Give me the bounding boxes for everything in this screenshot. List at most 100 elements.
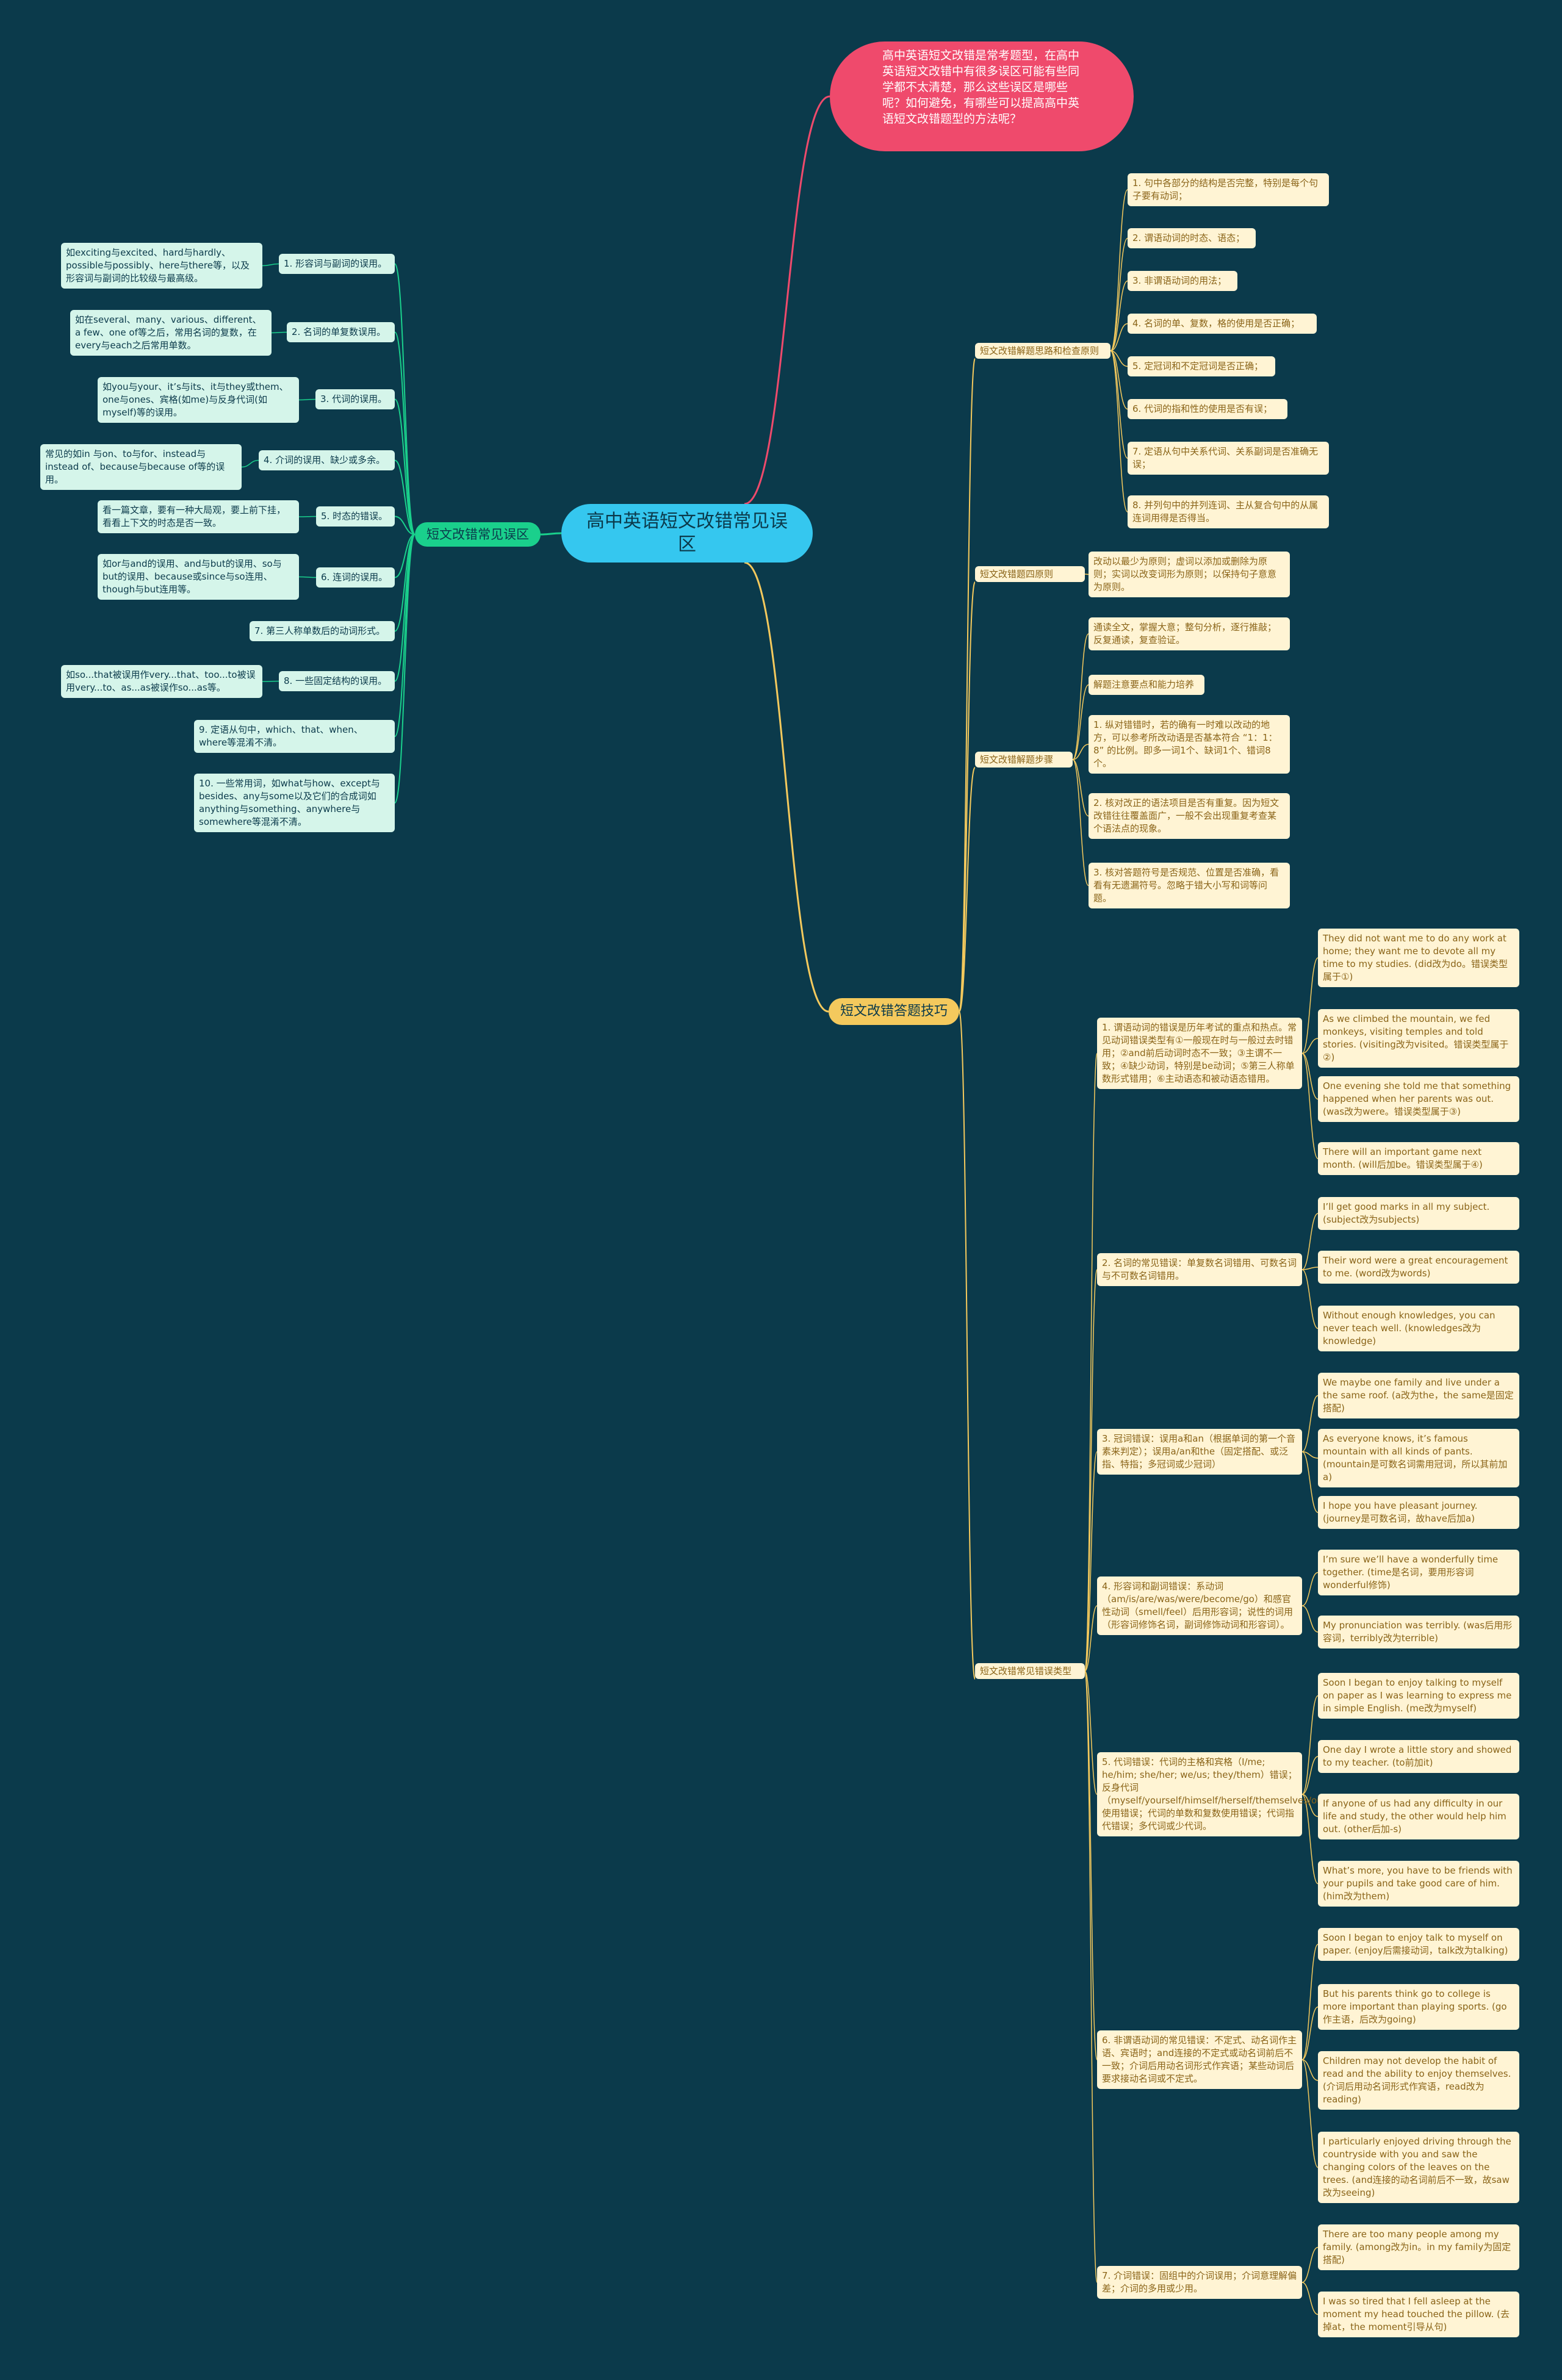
left-branch-node[interactable]: 短文改错常见误区 <box>415 522 541 547</box>
example-text: Without enough knowledges, you can never… <box>1323 1310 1495 1346</box>
connector-line <box>262 263 279 267</box>
connector-line <box>1072 744 1089 760</box>
connector-line <box>394 534 416 737</box>
example-item[interactable]: But his parents think go to college is m… <box>1318 1984 1519 2030</box>
error-type[interactable]: 1. 谓语动词的错误是历年考试的重点和热点。常见动词错误类型有①一般现在时与一般… <box>1097 1018 1302 1089</box>
error-type-text: 4. 形容词和副词错误：系动词（am/is/are/was/were/becom… <box>1102 1581 1293 1630</box>
check-principle-item[interactable]: 3. 非谓语动词的用法； <box>1128 271 1237 291</box>
example-text: As everyone knows, it’s famous mountain … <box>1323 1433 1508 1483</box>
step-item[interactable]: 1. 纵对错错时，若的确有一时难以改动的地方，可以参考所改动语是否基本符合 “1… <box>1089 715 1290 774</box>
skill-group-label: 短文改错解题思路和检查原则 <box>980 345 1100 356</box>
example-item[interactable]: Soon I began to enjoy talking to myself … <box>1318 1673 1519 1719</box>
error-type[interactable]: 2. 名词的常见错误：单复数名词错用、可数名词与不可数名词错用。 <box>1097 1253 1302 1286</box>
mistake-item[interactable]: 4. 介词的误用、缺少或多余。 <box>259 450 395 470</box>
example-item[interactable]: I’ll get good marks in all my subject. (… <box>1318 1197 1519 1230</box>
connector-line <box>1301 1213 1319 1270</box>
error-type-text: 6. 非谓语动词的常见错误：不定式、动名词作主语、宾语时；and连接的不定式或动… <box>1102 2035 1297 2084</box>
mistake-item-label: 4. 介词的误用、缺少或多余。 <box>264 455 386 466</box>
example-text: One evening she told me that something h… <box>1323 1080 1511 1117</box>
mistake-item[interactable]: 9. 定语从句中，which、that、when、where等混淆不清。 <box>194 720 395 753</box>
step-item[interactable]: 3. 核对答题符号是否规范、位置是否准确，看看有无遗漏符号。忽略于错大小写和词等… <box>1089 863 1290 908</box>
intro-note[interactable]: 高中英语短文改错是常考题型，在高中英语短文改错中有很多误区可能有些同学都不太清楚… <box>830 41 1134 151</box>
example-item[interactable]: I’m sure we’ll have a wonderfully time t… <box>1318 1550 1519 1595</box>
example-text: Their word were a great encouragement to… <box>1323 1255 1508 1279</box>
error-type[interactable]: 5. 代词错误：代词的主格和宾格（I/me; he/him; she/her; … <box>1097 1752 1364 1836</box>
example-item[interactable]: I hope you have pleasant journey. (journ… <box>1318 1496 1519 1529</box>
example-item[interactable]: What’s more, you have to be friends with… <box>1318 1861 1519 1907</box>
mistake-item[interactable]: 3. 代词的误用。 <box>315 389 395 409</box>
connector-line <box>1301 1038 1319 1054</box>
check-principle-item[interactable]: 8. 并列句中的并列连词、主从复合句中的从属连词用得是否得当。 <box>1128 495 1329 528</box>
mistake-item[interactable]: 6. 连词的误用。 <box>316 567 395 588</box>
connector-line <box>262 680 279 682</box>
principle-item[interactable]: 改动以最少为原则；虚词以添加或删除为原则；实词以改变词形为原则；以保持句子意意为… <box>1089 552 1290 597</box>
skill-group[interactable]: 短文改错题四原则 <box>975 566 1085 582</box>
error-type[interactable]: 6. 非谓语动词的常见错误：不定式、动名词作主语、宾语时；and连接的不定式或动… <box>1097 2030 1302 2089</box>
check-principle-item[interactable]: 5. 定冠词和不定冠词是否正确； <box>1128 356 1275 376</box>
connector-line <box>394 534 416 804</box>
example-item[interactable]: We maybe one family and live under a the… <box>1318 1373 1519 1418</box>
example-item[interactable]: Soon I began to enjoy talk to myself on … <box>1318 1928 1519 1961</box>
check-principle-item[interactable]: 6. 代词的指和性的使用是否有误； <box>1128 399 1287 419</box>
connector-line <box>1301 1756 1319 1795</box>
example-text: I’ll get good marks in all my subject. (… <box>1323 1201 1490 1225</box>
mistake-item[interactable]: 8. 一些固定结构的误用。 <box>279 671 395 691</box>
skill-group[interactable]: 短文改错解题步骤 <box>975 752 1073 768</box>
example-item[interactable]: If anyone of us had any difficulty in ou… <box>1318 1794 1519 1839</box>
step-item[interactable]: 2. 核对改正的语法项目是否有重复。因为短文改错往往覆盖面广，一般不会出现重复考… <box>1089 793 1290 839</box>
example-item[interactable]: As everyone knows, it’s famous mountain … <box>1318 1429 1519 1487</box>
example-item[interactable]: One evening she told me that something h… <box>1318 1076 1519 1122</box>
step-text: 解题注意要点和能力培养 <box>1093 679 1195 690</box>
step-item[interactable]: 通读全文，掌握大意；整句分析，逐行推敲；反复通读，复查验证。 <box>1089 617 1290 650</box>
skill-group[interactable]: 短文改错解题思路和检查原则 <box>975 343 1110 359</box>
connector-line <box>241 459 259 468</box>
example-item[interactable]: One day I wrote a little story and showe… <box>1318 1740 1519 1773</box>
mistake-detail[interactable]: 看一篇文章，要有一种大局观，要上前下挂，看看上下文的时态是否一致。 <box>98 500 299 533</box>
mistake-detail[interactable]: 如you与your、it’s与its、it与they或them、one与ones… <box>98 377 299 423</box>
check-principle-item[interactable]: 2. 谓语动词的时态、语态； <box>1128 228 1256 248</box>
mistake-detail[interactable]: 如exciting与excited、hard与hardly、possible与p… <box>61 243 262 289</box>
connector-line <box>744 561 829 1013</box>
skill-group[interactable]: 短文改错常见错误类型 <box>975 1663 1085 1679</box>
connector-line <box>540 532 562 536</box>
connector-line <box>744 95 830 505</box>
check-principle-item[interactable]: 7. 定语从句中关系代词、关系副词是否准确无误； <box>1128 442 1329 475</box>
error-type[interactable]: 4. 形容词和副词错误：系动词（am/is/are/was/were/becom… <box>1097 1576 1302 1635</box>
step-text: 2. 核对改正的语法项目是否有重复。因为短文改错往往覆盖面广，一般不会出现重复考… <box>1093 797 1279 834</box>
mistake-detail[interactable]: 如在several、many、various、different、a few、o… <box>70 310 272 356</box>
error-type[interactable]: 3. 冠词错误：误用a和an（根据单词的第一个音素来判定）；误用a/an和the… <box>1097 1429 1302 1475</box>
mistake-detail[interactable]: 如or与and的误用、and与but的误用、so与but的误用、because或… <box>98 554 299 600</box>
example-item[interactable]: There are too many people among my famil… <box>1318 2224 1519 2270</box>
mistake-item[interactable]: 7. 第三人称单数后的动词形式。 <box>250 621 395 641</box>
example-item[interactable]: Children may not develop the habit of re… <box>1318 2051 1519 2110</box>
mistake-item-label: 7. 第三人称单数后的动词形式。 <box>254 625 386 636</box>
example-item[interactable]: I particularly enjoyed driving through t… <box>1318 2132 1519 2203</box>
connector-line <box>959 1011 976 1680</box>
example-item[interactable]: My pronunciation was terribly. (was后用形容词… <box>1318 1616 1519 1648</box>
example-text: As we climbed the mountain, we fed monke… <box>1323 1013 1509 1063</box>
step-item[interactable]: 解题注意要点和能力培养 <box>1089 675 1204 695</box>
mistake-item-label: 5. 时态的错误。 <box>321 511 388 522</box>
right-branch-node[interactable]: 短文改错答题技巧 <box>829 998 959 1025</box>
example-item[interactable]: Without enough knowledges, you can never… <box>1318 1306 1519 1351</box>
mistake-detail[interactable]: 如so...that被误用作very...that、too...to被误用ver… <box>61 665 262 698</box>
example-item[interactable]: As we climbed the mountain, we fed monke… <box>1318 1009 1519 1068</box>
error-type-text: 1. 谓语动词的错误是历年考试的重点和热点。常见动词错误类型有①一般现在时与一般… <box>1102 1022 1297 1084</box>
example-item[interactable]: There will an important game next month.… <box>1318 1142 1519 1175</box>
mistake-item[interactable]: 10. 一些常用词，如what与how、except与besides、any与s… <box>194 774 395 832</box>
example-item[interactable]: They did not want me to do any work at h… <box>1318 929 1519 987</box>
example-item[interactable]: Their word were a great encouragement to… <box>1318 1251 1519 1284</box>
connector-line <box>1110 350 1128 410</box>
mistake-detail[interactable]: 常见的如in 与on、to与for、instead与instead of、bec… <box>40 444 242 490</box>
mistake-item[interactable]: 1. 形容词与副词的误用。 <box>279 254 395 274</box>
example-item[interactable]: I was so tired that I fell asleep at the… <box>1318 2292 1519 2337</box>
check-principle-item[interactable]: 4. 名词的单、复数，格的使用是否正确； <box>1128 314 1317 334</box>
step-text: 3. 核对答题符号是否规范、位置是否准确，看看有无遗漏符号。忽略于错大小写和词等… <box>1093 867 1279 904</box>
error-type[interactable]: 7. 介词错误：固组中的介词误用；介词意理解偏差；介词的多用或少用。 <box>1097 2266 1302 2299</box>
root-topic[interactable]: 高中英语短文改错常见误区 <box>561 504 813 563</box>
step-text: 通读全文，掌握大意；整句分析，逐行推敲；反复通读，复查验证。 <box>1093 622 1277 645</box>
check-principle-text: 7. 定语从句中关系代词、关系副词是否准确无误； <box>1132 446 1319 470</box>
mistake-item[interactable]: 5. 时态的错误。 <box>316 506 395 527</box>
check-principle-item[interactable]: 1. 句中各部分的结构是否完整，特别是每个句子要有动词； <box>1128 173 1329 206</box>
mistake-item[interactable]: 2. 名词的单复数误用。 <box>287 322 395 342</box>
